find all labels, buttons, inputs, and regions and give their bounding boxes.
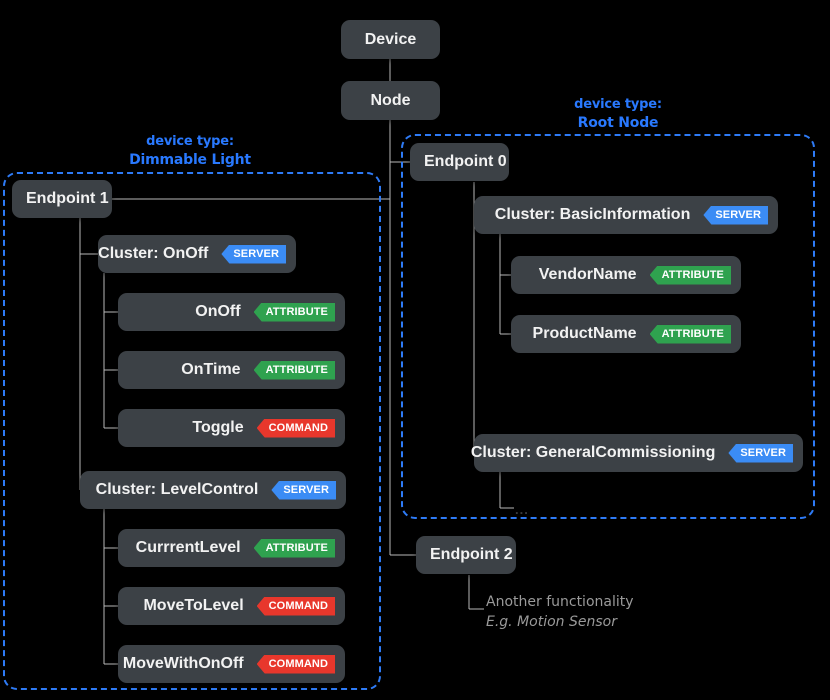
endpoint-2-note-line2: E.g. Motion Sensor [486, 614, 617, 631]
node-device-label: Device [364, 30, 417, 48]
cluster-onoff-label: Cluster: OnOff [98, 245, 209, 262]
node-device[interactable]: Device [341, 20, 440, 59]
device-type-frame-root-node [401, 134, 815, 519]
node-node-label: Node [370, 91, 411, 109]
badge-server: SERVER [703, 205, 768, 225]
endpoint-2-note: Another functionality E.g. Motion Sensor [486, 592, 634, 633]
element-levelcontrol-movetolevel-box[interactable]: MoveToLevel COMMAND [118, 587, 345, 625]
endpoint-1-box[interactable]: Endpoint 1 [12, 180, 112, 218]
element-label: OnTime [181, 361, 241, 378]
endpoint-2-note-line1: Another functionality [486, 594, 634, 610]
element-label: VendorName [538, 266, 637, 283]
badge-server: SERVER [728, 443, 793, 463]
badge-server: SERVER [221, 244, 286, 264]
element-label: MoveWithOnOff [122, 655, 244, 672]
badge-command: COMMAND [256, 654, 335, 674]
endpoint-2-label: Endpoint 2 [430, 546, 513, 563]
endpoint-0-label: Endpoint 0 [424, 153, 507, 170]
badge-attribute: ATTRIBUTE [253, 360, 335, 380]
device-type-frame-dimmable-light [3, 172, 381, 690]
element-label: CurrrentLevel [135, 539, 241, 556]
endpoint-1-label: Endpoint 1 [26, 190, 109, 207]
badge-attribute: ATTRIBUTE [649, 265, 731, 285]
badge-server: SERVER [271, 480, 336, 500]
node-node[interactable]: Node [341, 81, 440, 120]
device-type-caption-root-node: device type: Root Node [508, 96, 728, 132]
element-levelcontrol-movewithonoff-box[interactable]: MoveWithOnOff COMMAND [118, 645, 345, 683]
element-onoff-ontime-box[interactable]: OnTime ATTRIBUTE [118, 351, 345, 389]
element-label: OnOff [195, 303, 241, 320]
cluster-onoff-box[interactable]: Cluster: OnOff SERVER [98, 235, 296, 273]
device-type-name: Root Node [577, 114, 659, 131]
cluster-generalcommissioning-box[interactable]: Cluster: GeneralCommissioning SERVER [470, 434, 803, 472]
element-label: MoveToLevel [143, 597, 244, 614]
element-onoff-onoff-box[interactable]: OnOff ATTRIBUTE [118, 293, 345, 331]
device-type-caption-dimmable-light: device type: Dimmable Light [80, 133, 300, 169]
device-type-name: Dimmable Light [129, 151, 251, 168]
generalcommissioning-more-indicator: ... [515, 502, 529, 517]
badge-attribute: ATTRIBUTE [253, 302, 335, 322]
cluster-levelcontrol-label: Cluster: LevelControl [95, 481, 259, 498]
cluster-generalcommissioning-label: Cluster: GeneralCommissioning [470, 444, 716, 461]
element-levelcontrol-currentlevel-box[interactable]: CurrrentLevel ATTRIBUTE [118, 529, 345, 567]
endpoint-0-box[interactable]: Endpoint 0 [410, 143, 509, 181]
element-basicinfo-vendorname-box[interactable]: VendorName ATTRIBUTE [511, 256, 741, 294]
cluster-basicinformation-label: Cluster: BasicInformation [494, 206, 691, 223]
cluster-basicinformation-box[interactable]: Cluster: BasicInformation SERVER [474, 196, 778, 234]
element-onoff-toggle-box[interactable]: Toggle COMMAND [118, 409, 345, 447]
element-label: ProductName [532, 325, 637, 342]
badge-command: COMMAND [256, 596, 335, 616]
badge-command: COMMAND [256, 418, 335, 438]
device-type-prefix: device type: [574, 97, 662, 112]
badge-attribute: ATTRIBUTE [253, 538, 335, 558]
badge-attribute: ATTRIBUTE [649, 324, 731, 344]
endpoint-2-box[interactable]: Endpoint 2 [416, 536, 516, 574]
element-basicinfo-productname-box[interactable]: ProductName ATTRIBUTE [511, 315, 741, 353]
device-type-prefix: device type: [146, 134, 234, 149]
element-label: Toggle [192, 419, 244, 436]
cluster-levelcontrol-box[interactable]: Cluster: LevelControl SERVER [80, 471, 346, 509]
